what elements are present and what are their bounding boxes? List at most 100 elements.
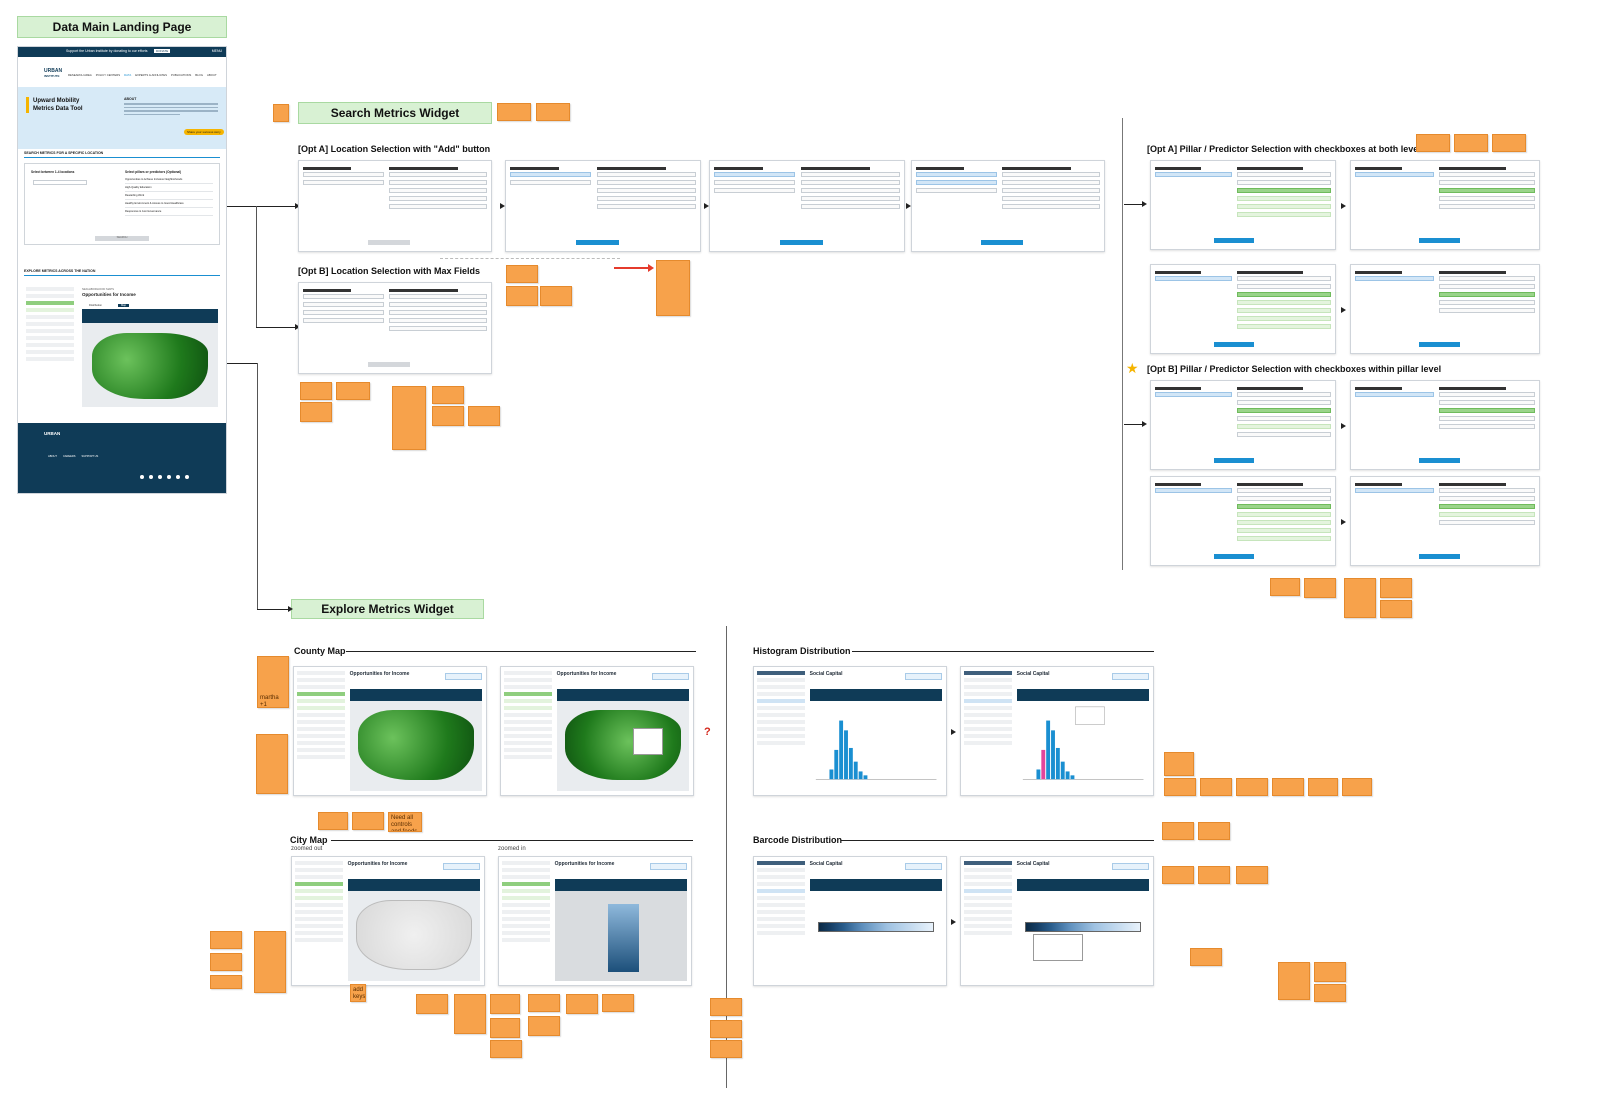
nav-item-about[interactable]: ABOUT: [207, 73, 217, 77]
email-icon[interactable]: [185, 475, 189, 479]
footer-link-careers[interactable]: CAREERS: [62, 455, 76, 458]
sticky-note[interactable]: [710, 998, 742, 1016]
sticky-note[interactable]: [300, 402, 332, 422]
sticky-note[interactable]: [1314, 962, 1346, 982]
sticky-note[interactable]: [1162, 866, 1194, 884]
pillar-checkbox-row[interactable]: Responsive & Just Governance: [125, 210, 213, 216]
search-button[interactable]: [368, 240, 411, 245]
sticky-note[interactable]: [710, 1040, 742, 1058]
footer-link-about[interactable]: ABOUT: [48, 455, 57, 458]
nav-item-data[interactable]: DATA: [124, 73, 132, 77]
sticky-note[interactable]: [497, 103, 531, 121]
search-button[interactable]: [575, 240, 619, 245]
share-story-button[interactable]: Share your success story: [184, 129, 224, 135]
sticky-note[interactable]: [1416, 134, 1450, 152]
instagram-icon[interactable]: [176, 475, 180, 479]
search-button[interactable]: [1213, 458, 1255, 463]
menu-button[interactable]: MENU: [211, 49, 222, 53]
pillar-checkbox-row[interactable]: Rewarding Work: [125, 194, 213, 200]
sticky-note[interactable]: [318, 812, 348, 830]
sticky-note[interactable]: [656, 260, 690, 316]
sticky-note[interactable]: [506, 286, 538, 306]
search-button[interactable]: [1418, 238, 1461, 243]
sticky-note[interactable]: [273, 104, 289, 122]
sticky-note[interactable]: [1344, 578, 1376, 618]
county-us-map[interactable]: [564, 710, 682, 781]
location-input[interactable]: [33, 180, 87, 185]
search-button[interactable]: [1213, 238, 1255, 243]
sticky-note[interactable]: [210, 953, 242, 971]
sticky-note[interactable]: [1164, 752, 1194, 776]
tab-distribution[interactable]: Distribution: [86, 304, 105, 307]
sticky-note[interactable]: [1236, 778, 1268, 796]
sticky-note[interactable]: [1198, 866, 1230, 884]
sticky-note[interactable]: [432, 406, 464, 426]
footer-link-support[interactable]: SUPPORT US: [81, 455, 99, 458]
sticky-note[interactable]: [454, 994, 486, 1034]
city-zoomed-map[interactable]: [607, 903, 640, 972]
histogram-chart[interactable]: [1017, 701, 1149, 791]
tab-map[interactable]: Map: [118, 304, 130, 307]
linkedin-icon[interactable]: [158, 475, 162, 479]
sticky-note[interactable]: [1492, 134, 1526, 152]
sticky-note[interactable]: [566, 994, 598, 1014]
histogram-chart[interactable]: [810, 701, 942, 791]
county-us-map[interactable]: [357, 710, 475, 781]
search-button[interactable]: [779, 240, 823, 245]
sticky-note[interactable]: [392, 386, 426, 450]
sticky-note[interactable]: [490, 1040, 522, 1058]
city-us-map[interactable]: [355, 900, 473, 971]
sticky-note[interactable]: [1380, 600, 1412, 618]
search-button[interactable]: [1418, 554, 1461, 559]
sticky-note[interactable]: [602, 994, 634, 1012]
search-button[interactable]: [981, 240, 1024, 245]
sticky-note[interactable]: [1162, 822, 1194, 840]
sticky-note[interactable]: [1270, 578, 1300, 596]
sticky-note[interactable]: [1236, 866, 1268, 884]
nav-item-experts[interactable]: EXPERTS & AFFILIATES: [135, 73, 167, 77]
donate-button[interactable]: DONATE: [154, 49, 171, 53]
landing-search-button[interactable]: SEARCH: [95, 236, 149, 241]
twitter-icon[interactable]: [149, 475, 153, 479]
sticky-note[interactable]: [1314, 984, 1346, 1002]
sticky-note[interactable]: [254, 931, 286, 993]
nav-item-policy[interactable]: POLICY CENTERS: [95, 73, 121, 77]
sticky-note-controls[interactable]: Need all controls and feeds so match sys…: [388, 812, 422, 832]
sticky-note[interactable]: [1190, 948, 1222, 966]
nav-item-blog[interactable]: BLOG: [195, 73, 204, 77]
sticky-note[interactable]: [336, 382, 370, 400]
sticky-note[interactable]: [416, 994, 448, 1014]
sticky-note[interactable]: [432, 386, 464, 404]
sticky-note[interactable]: [1278, 962, 1310, 1000]
landing-map-viz[interactable]: [82, 323, 218, 407]
sticky-note[interactable]: [352, 812, 384, 830]
sticky-note[interactable]: [710, 1020, 742, 1038]
facebook-icon[interactable]: [140, 475, 144, 479]
sticky-note[interactable]: [1454, 134, 1488, 152]
sticky-note-add-keys[interactable]: add keys: [350, 984, 366, 1002]
sticky-note[interactable]: [1272, 778, 1304, 796]
sticky-note[interactable]: [210, 975, 242, 989]
search-button[interactable]: [1418, 342, 1461, 347]
pillar-checkbox-row[interactable]: High-Quality Education: [125, 186, 213, 192]
sticky-note[interactable]: [1200, 778, 1232, 796]
sticky-note[interactable]: [468, 406, 500, 426]
sticky-note[interactable]: [506, 265, 538, 283]
sticky-note[interactable]: [490, 994, 520, 1014]
sticky-note[interactable]: [536, 103, 570, 121]
search-button[interactable]: [1213, 554, 1255, 559]
sticky-note[interactable]: [1342, 778, 1372, 796]
nav-item-research[interactable]: RESEARCH AREA: [68, 73, 92, 77]
sticky-note[interactable]: [1304, 578, 1336, 598]
barcode-strip[interactable]: [1024, 921, 1142, 932]
barcode-strip[interactable]: [817, 921, 935, 932]
sticky-note[interactable]: [490, 1018, 520, 1038]
sticky-note[interactable]: [1198, 822, 1230, 840]
nav-item-publications[interactable]: PUBLICATIONS: [170, 73, 192, 77]
sticky-note[interactable]: [1308, 778, 1338, 796]
sticky-note[interactable]: [300, 382, 332, 400]
search-button[interactable]: [1418, 458, 1461, 463]
sticky-note[interactable]: [528, 994, 560, 1012]
sticky-note[interactable]: [256, 734, 288, 794]
pillar-checkbox-row[interactable]: Opportunities to Achieve Inclusive Neigh…: [125, 178, 213, 184]
